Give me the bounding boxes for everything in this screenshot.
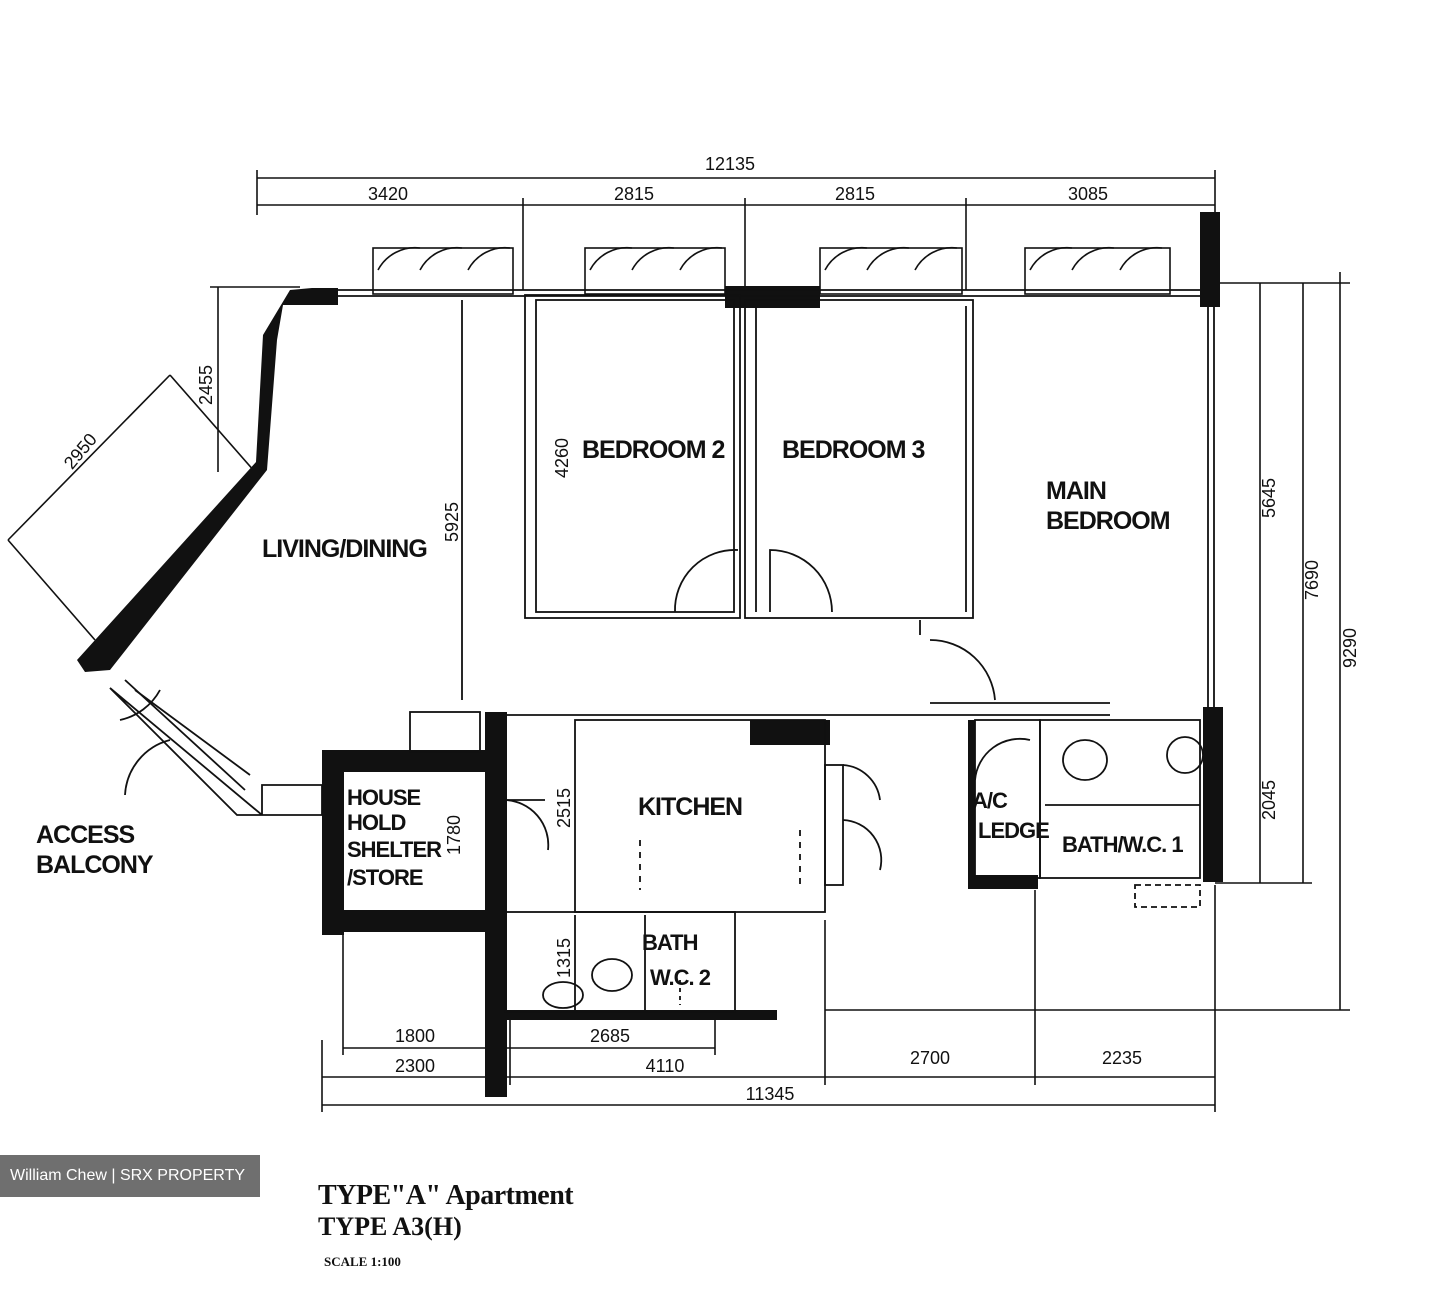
label-shelter-3: SHELTER [347,837,442,862]
bottom-dimension-lines [321,885,1216,1112]
right-dimension-lines [825,272,1350,1011]
dim-top-total: 12135 [705,154,755,174]
watermark: William Chew | SRX PROPERTY [0,1155,260,1197]
dim-top-seg-3: 2815 [835,184,875,204]
dim-right-3: 9290 [1340,628,1360,668]
label-ac-ledge-2: LEDGE [978,818,1049,843]
label-bedroom-2: BEDROOM 2 [582,436,725,464]
label-shelter-4: /STORE [347,865,423,890]
plan-title-line-1: TYPE"A" Apartment [318,1180,574,1211]
dim-bottom-inner-1: 1800 [395,1026,435,1046]
plan-title-block: TYPE"A" Apartment TYPE A3(H) SCALE 1:100 [318,1180,574,1270]
label-ac-ledge-1: A/C [972,788,1008,813]
top-dimension-lines [256,170,1216,290]
label-bath-1: BATH/W.C. 1 [1062,832,1183,857]
dim-bottom-seg-4: 2235 [1102,1048,1142,1068]
interior-walls [109,289,1215,1013]
dim-bedroom-depth: 4260 [552,438,572,478]
plan-scale: SCALE 1:100 [324,1254,401,1269]
label-access-balcony-1: ACCESS [36,821,135,849]
label-bath-2-1: BATH [642,930,698,955]
dim-bottom-seg-2: 4110 [646,1056,685,1076]
label-access-balcony-2: BALCONY [36,851,154,879]
dim-bath2-depth: 1315 [554,938,574,978]
dim-top-seg-1: 3420 [368,184,408,204]
label-living-dining: LIVING/DINING [262,535,427,563]
label-bath-2-2: W.C. 2 [650,965,711,990]
dim-bottom-seg-1: 2300 [395,1056,435,1076]
dim-living-depth: 5925 [442,502,462,542]
dim-balcony-a: 2455 [196,365,216,405]
dim-kitchen-depth: 2515 [554,788,574,828]
dim-right-4: 2045 [1259,780,1279,820]
label-shelter-1: HOUSE [347,785,421,810]
dim-bottom-seg-3: 2700 [910,1048,950,1068]
dim-top-seg-4: 3085 [1068,184,1108,204]
label-kitchen: KITCHEN [638,793,742,821]
label-main-bedroom-1: MAIN [1046,477,1106,505]
plan-title-line-2: TYPE A3(H) [318,1212,462,1241]
label-shelter-2: HOLD [347,810,405,835]
label-bedroom-3: BEDROOM 3 [782,436,925,464]
dim-right-2: 7690 [1302,560,1322,600]
dim-bottom-inner-2: 2685 [590,1026,630,1046]
balcony-dimension-lines [7,286,300,641]
dim-bottom-total: 11345 [746,1084,795,1104]
label-main-bedroom-2: BEDROOM [1046,507,1170,535]
dim-store-depth: 1780 [444,815,464,855]
dim-right-1: 5645 [1259,478,1279,518]
windows [372,246,1171,295]
dim-top-seg-2: 2815 [614,184,654,204]
